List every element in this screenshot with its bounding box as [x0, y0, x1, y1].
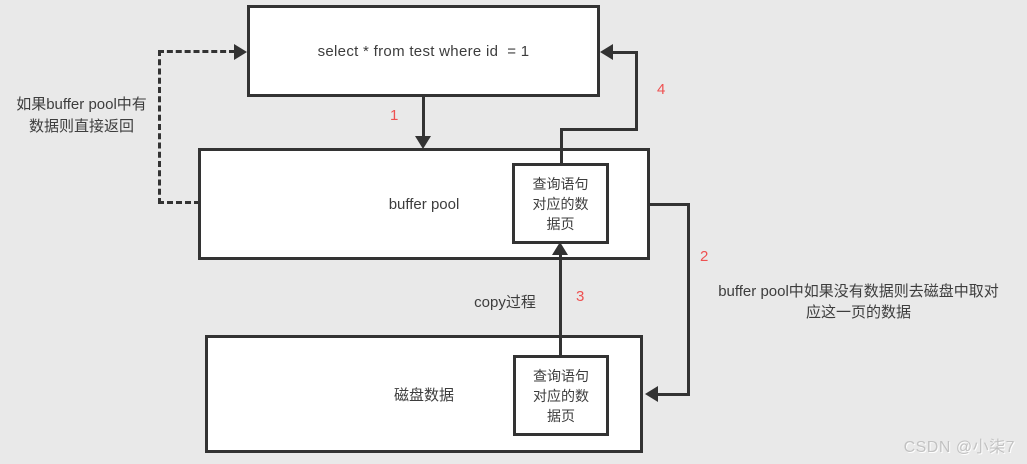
query-box: select * from test where id = 1: [247, 5, 600, 97]
disk-data-page-box: 查询语句 对应的数 据页: [513, 355, 609, 436]
arrow4-line-across: [560, 128, 638, 131]
arrow2-line-out: [650, 203, 690, 206]
step-4-label: 4: [657, 81, 666, 98]
disk-data-page-label: 查询语句 对应的数 据页: [533, 367, 589, 424]
arrow4-left-icon: [600, 44, 613, 60]
step-2-label: 2: [700, 248, 709, 265]
arrow2-left-icon: [645, 386, 658, 402]
disk-box: 磁盘数据 查询语句 对应的数 据页: [205, 335, 643, 453]
copy-process-label: copy过程: [474, 294, 536, 311]
buffer-pool-box: buffer pool 查询语句 对应的数 据页: [198, 148, 650, 260]
arrow2-line-down: [687, 203, 690, 396]
dashed-return-bottom-line: [158, 201, 200, 204]
buffer-pool-data-page-box: 查询语句 对应的数 据页: [512, 163, 609, 244]
step-1-label: 1: [390, 107, 399, 124]
watermark: CSDN @小柒7: [903, 439, 1015, 456]
arrow4-line-into-query: [613, 51, 638, 54]
arrow1-down-icon: [415, 136, 431, 149]
arrow2-line-into-disk: [658, 393, 690, 396]
dashed-return-right-icon: [234, 44, 247, 60]
arrow4-line-rise: [635, 52, 638, 131]
arrow1-line: [422, 96, 425, 138]
arrow3-line: [559, 254, 562, 356]
step-3-label: 3: [576, 288, 585, 305]
arrow3-up-icon: [552, 242, 568, 255]
disk-label: 磁盘数据: [393, 386, 454, 404]
dashed-return-top-line: [158, 50, 235, 53]
arrow4-line-up: [560, 128, 563, 166]
query-label: select * from test where id = 1: [317, 42, 530, 60]
left-note: 如果buffer pool中有 数据则直接返回: [16, 96, 147, 135]
right-note: buffer pool中如果没有数据则去磁盘中取对 应这一页的数据: [718, 283, 999, 321]
buffer-pool-label: buffer pool: [388, 195, 460, 213]
buffer-pool-data-page-label: 查询语句 对应的数 据页: [532, 175, 589, 232]
dashed-return-vertical-line: [158, 50, 161, 204]
